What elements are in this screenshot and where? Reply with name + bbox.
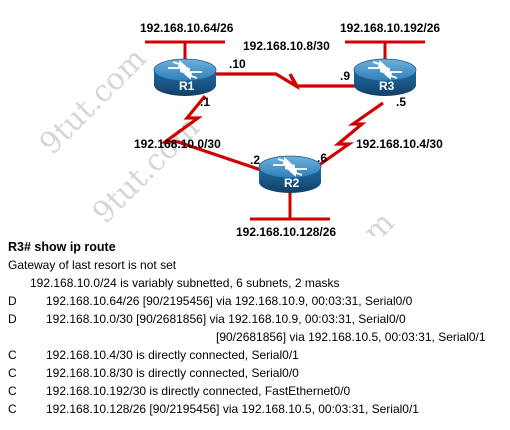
route-row: D 192.168.10.64/26 [90/2195456] via 192.…	[8, 292, 508, 310]
router-r3-label: R3	[379, 79, 395, 93]
lan-r2	[250, 188, 330, 221]
link-r1-r3-r1-ip: .10	[229, 57, 246, 71]
route-text: [90/2681856] via 192.168.10.5, 00:03:31,…	[216, 330, 486, 344]
route-code: D	[8, 312, 17, 326]
link-r3-r2-r3-ip: .5	[396, 95, 406, 109]
route-code	[8, 328, 46, 346]
router-r2[interactable]: R2	[258, 155, 322, 194]
link-r1-r3	[214, 72, 358, 91]
route-text: 192.168.10.192/30 is directly connected,…	[46, 384, 351, 398]
link-r3-r2	[311, 101, 384, 172]
route-row: [90/2681856] via 192.168.10.5, 00:03:31,…	[8, 328, 508, 346]
route-row: C 192.168.10.128/26 [90/2195456] via 192…	[8, 400, 508, 418]
router-r3[interactable]: R3	[353, 58, 417, 97]
route-row: C 192.168.10.4/30 is directly connected,…	[8, 346, 508, 364]
route-text: 192.168.10.128/26 [90/2195456] via 192.1…	[46, 402, 419, 416]
summary-line: 192.168.10.0/24 is variably subnetted, 6…	[30, 276, 340, 290]
gateway-line: Gateway of last resort is not set	[8, 258, 177, 272]
route-row: C 192.168.10.192/30 is directly connecte…	[8, 382, 508, 400]
link-r1-r3-r3-ip: .9	[340, 69, 350, 83]
route-text: 192.168.10.0/30 [90/2681856] via 192.168…	[46, 312, 406, 326]
link-r1-r2-r2-ip: .2	[250, 153, 260, 167]
link-r1-r2	[160, 94, 265, 173]
link-r1-r3-subnet: 192.168.10.8/30	[243, 39, 330, 53]
lan-r1-subnet: 192.168.10.64/26	[140, 21, 234, 35]
route-row: D 192.168.10.0/30 [90/2681856] via 192.1…	[8, 310, 508, 328]
watermark-2: 9tut.com	[86, 110, 206, 230]
link-r3-r2-subnet: 192.168.10.4/30	[356, 137, 443, 151]
link-r1-r2-subnet: 192.168.10.0/30	[134, 137, 221, 151]
route-text: 192.168.10.64/26 [90/2195456] via 192.16…	[46, 294, 413, 308]
lan-r3-subnet: 192.168.10.192/26	[340, 21, 440, 35]
route-table-output: R3# show ip route Gateway of last resort…	[8, 238, 508, 418]
route-text: 192.168.10.4/30 is directly connected, S…	[46, 348, 299, 362]
route-row: C 192.168.10.8/30 is directly connected,…	[8, 364, 508, 382]
network-topology: 9tut.com 9tut.com 9tut.com R1 R3 R2 192.…	[33, 21, 443, 236]
router-r1-label: R1	[179, 79, 195, 93]
route-code: D	[8, 294, 17, 308]
router-r1[interactable]: R1	[153, 58, 217, 97]
route-text: 192.168.10.8/30 is directly connected, S…	[46, 366, 299, 380]
lan-r2-subnet: 192.168.10.128/26	[236, 225, 336, 236]
link-r3-r2-r2-ip: .6	[317, 151, 327, 165]
route-code: C	[8, 348, 17, 362]
router-r2-label: R2	[284, 176, 300, 190]
command-prompt: R3# show ip route	[8, 240, 116, 254]
route-code: C	[8, 366, 17, 380]
route-code: C	[8, 384, 17, 398]
link-r1-r2-r1-ip: .1	[200, 95, 210, 109]
route-code: C	[8, 402, 17, 416]
